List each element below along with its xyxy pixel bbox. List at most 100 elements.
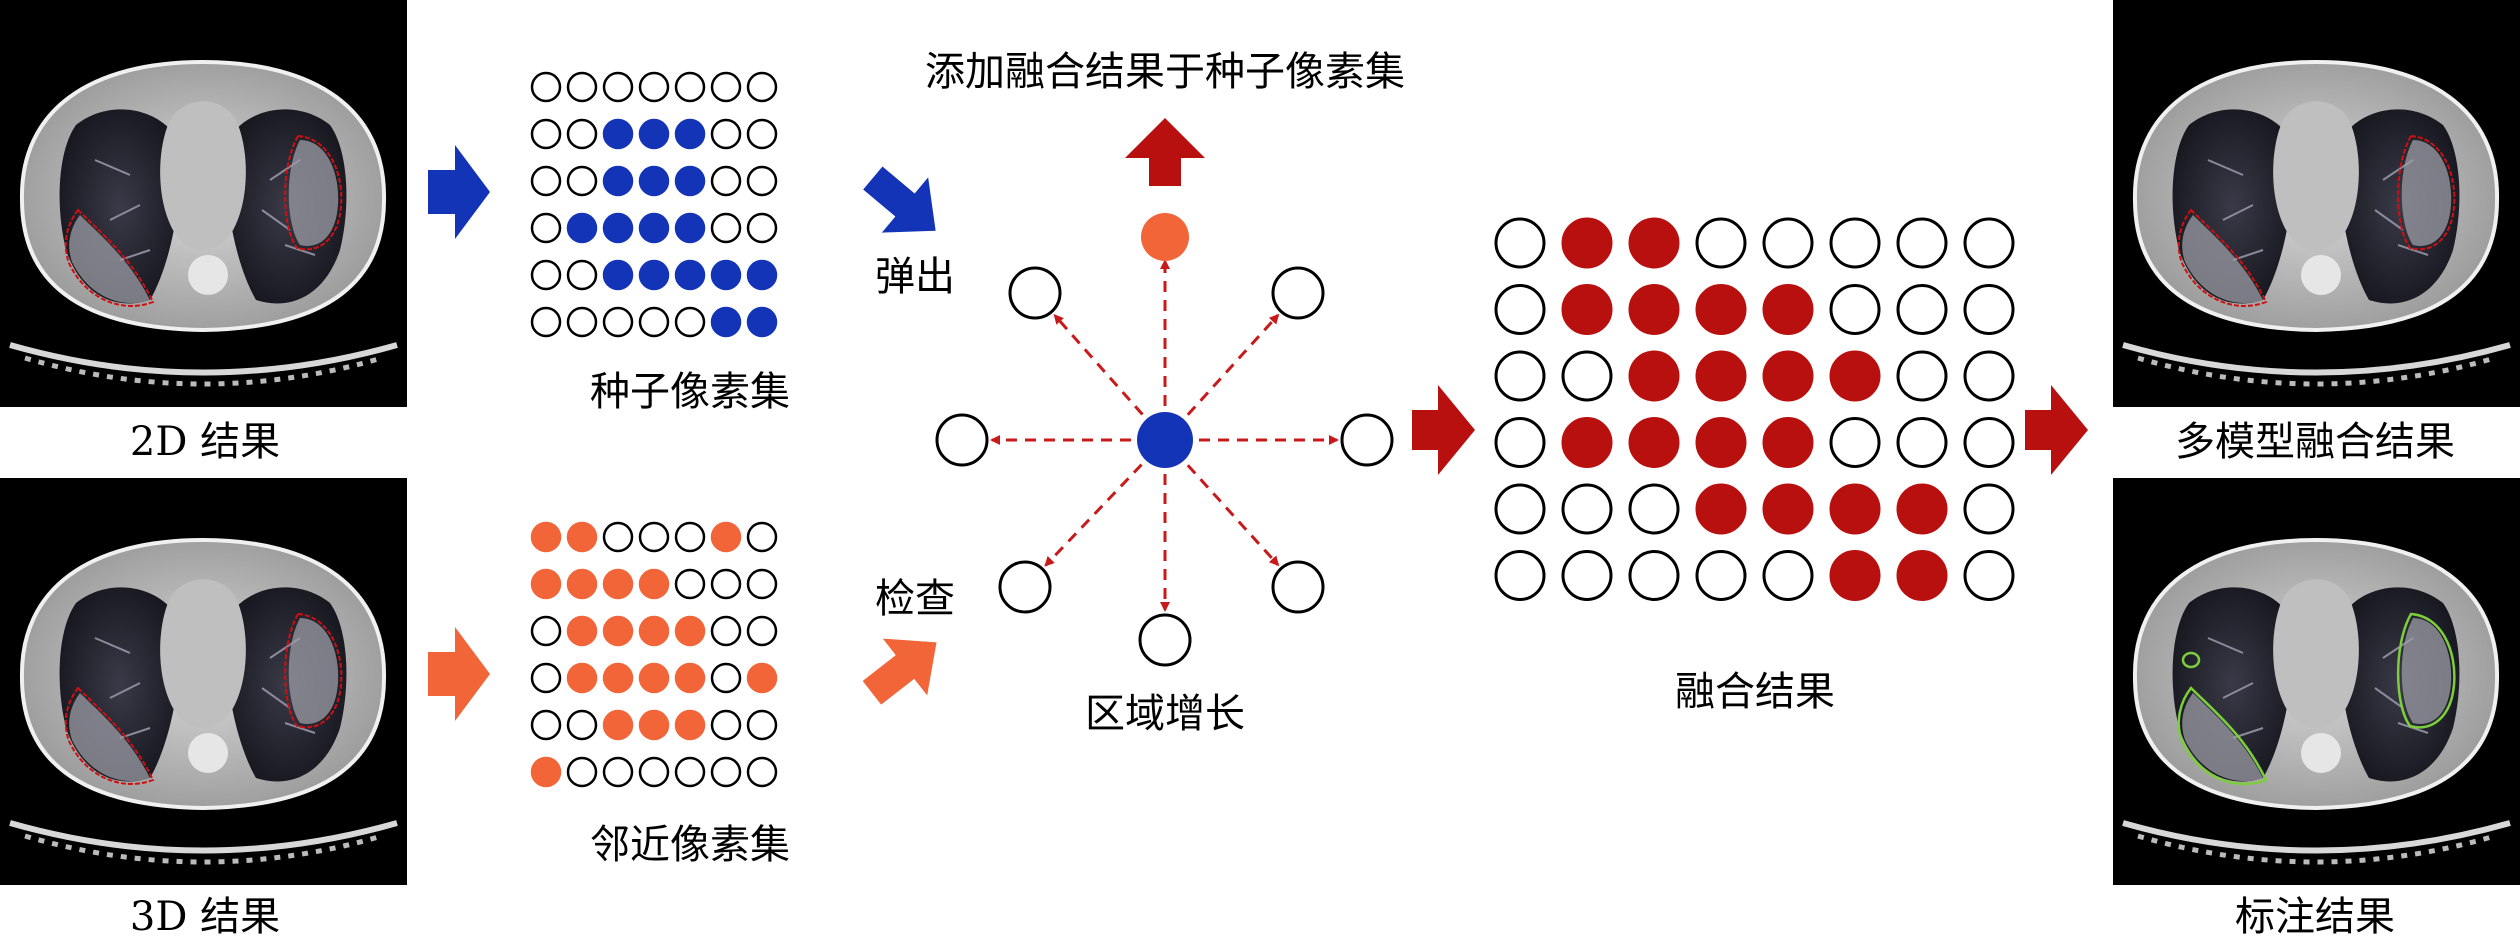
empty-pixel-circle: [746, 165, 778, 197]
empty-pixel-circle: [1494, 284, 1546, 335]
lung-vessel: [2397, 244, 2429, 256]
empty-pixel-circle: [530, 709, 562, 741]
arrow-red-up-icon: [1125, 118, 1205, 186]
empty-pixel-circle: [710, 615, 742, 647]
empty-pixel-circle: [602, 306, 634, 338]
caption-annotation-result: 标注结果: [2235, 894, 2395, 940]
ct-3d-result-image: [0, 478, 407, 885]
empty-pixel-circle: [1695, 217, 1747, 269]
filled-pixel-circle: [1762, 350, 1814, 402]
neighbor-pixel-grid: [530, 521, 778, 788]
caption-fusion-result: 融合结果: [1675, 669, 1835, 715]
caption-3d-result: 3D 结果: [130, 894, 280, 940]
empty-pixel-circle: [1561, 350, 1613, 402]
empty-pixel-circle: [710, 756, 742, 788]
empty-pixel-circle: [674, 306, 706, 338]
lesion-right: [69, 215, 150, 304]
lesion-contour: [2397, 134, 2456, 251]
empty-pixel-circle: [530, 259, 562, 291]
caption-add-to-seed: 添加融合结果于种子像素集: [925, 49, 1405, 95]
filled-pixel-circle: [638, 165, 670, 197]
scanner-table-edge: [24, 355, 383, 387]
empty-pixel-circle: [1494, 350, 1546, 402]
empty-pixel-circle: [1628, 550, 1680, 601]
ct-multi-model-fusion-image: [2113, 0, 2520, 407]
filled-pixel-circle: [1762, 284, 1814, 335]
filled-pixel-circle: [566, 662, 598, 694]
growth-direction-arrow: [1186, 464, 1280, 567]
scanner-table-edge: [2137, 355, 2496, 387]
filled-pixel-circle: [638, 568, 670, 600]
empty-pixel-circle: [1561, 550, 1613, 601]
scanner-table: [9, 820, 398, 854]
empty-pixel-circle: [530, 118, 562, 150]
ct-annotation-image: [2113, 478, 2520, 885]
filled-pixel-circle: [1829, 483, 1881, 535]
neighbor-right-circle: [1340, 413, 1394, 467]
empty-pixel-circle: [674, 521, 706, 553]
empty-pixel-circle: [1762, 217, 1814, 269]
filled-pixel-circle: [1695, 483, 1747, 535]
lesion-contour: [284, 134, 343, 251]
empty-pixel-circle: [1896, 350, 1948, 402]
neighbor-bottom-circle: [1138, 613, 1192, 667]
filled-pixel-circle: [1628, 284, 1680, 335]
empty-pixel-circle: [602, 521, 634, 553]
lesion-left: [2401, 618, 2452, 724]
filled-pixel-circle: [674, 212, 706, 244]
neighbor-left-circle: [935, 413, 989, 467]
filled-pixel-circle: [602, 165, 634, 197]
filled-pixel-circle: [638, 662, 670, 694]
empty-pixel-circle: [566, 165, 598, 197]
filled-pixel-circle: [1762, 483, 1814, 535]
empty-pixel-circle: [1963, 417, 2015, 468]
arrow-blue-right-icon: [428, 145, 490, 239]
empty-pixel-circle: [638, 306, 670, 338]
fusion-result-grid: [1494, 217, 2015, 601]
filled-pixel-circle: [602, 615, 634, 647]
lesion-contour-small: [2181, 651, 2201, 669]
scanner-table: [2122, 820, 2511, 854]
lesion-right: [69, 693, 150, 782]
empty-pixel-circle: [1829, 217, 1881, 269]
heart: [2273, 101, 2359, 250]
neighbor-bottom-left-circle: [998, 560, 1052, 614]
filled-pixel-circle: [530, 568, 562, 600]
arrow-orange-right-icon: [428, 627, 490, 721]
empty-pixel-circle: [638, 521, 670, 553]
lung-vessel: [94, 637, 131, 654]
empty-pixel-circle: [746, 615, 778, 647]
empty-pixel-circle: [674, 71, 706, 103]
neighbor-bottom-right-circle: [1271, 560, 1325, 614]
empty-pixel-circle: [1494, 417, 1546, 468]
lesion-contour: [64, 686, 155, 785]
empty-pixel-circle: [746, 212, 778, 244]
filled-pixel-circle: [1628, 350, 1680, 402]
filled-pixel-circle: [710, 521, 742, 553]
empty-pixel-circle: [1494, 483, 1546, 535]
filled-pixel-circle: [638, 118, 670, 150]
ct-2d-result-image: [0, 0, 407, 407]
filled-pixel-circle: [746, 662, 778, 694]
empty-pixel-circle: [746, 568, 778, 600]
lesion-left: [2401, 140, 2452, 246]
lung-vessel: [2374, 209, 2404, 231]
empty-pixel-circle: [1963, 284, 2015, 335]
filled-pixel-circle: [1896, 483, 1948, 535]
neighbor-top-left-circle: [1008, 266, 1062, 320]
empty-pixel-circle: [710, 165, 742, 197]
empty-pixel-circle: [1829, 284, 1881, 335]
empty-pixel-circle: [1628, 483, 1680, 535]
filled-pixel-circle: [602, 259, 634, 291]
filled-pixel-circle: [1695, 350, 1747, 402]
filled-pixel-circle: [602, 709, 634, 741]
filled-pixel-circle: [1628, 417, 1680, 468]
lung-vessel: [2222, 204, 2254, 221]
filled-pixel-circle: [602, 212, 634, 244]
filled-pixel-circle: [530, 756, 562, 788]
empty-pixel-circle: [530, 662, 562, 694]
empty-pixel-circle: [710, 212, 742, 244]
spine: [188, 733, 228, 773]
empty-pixel-circle: [1829, 417, 1881, 468]
